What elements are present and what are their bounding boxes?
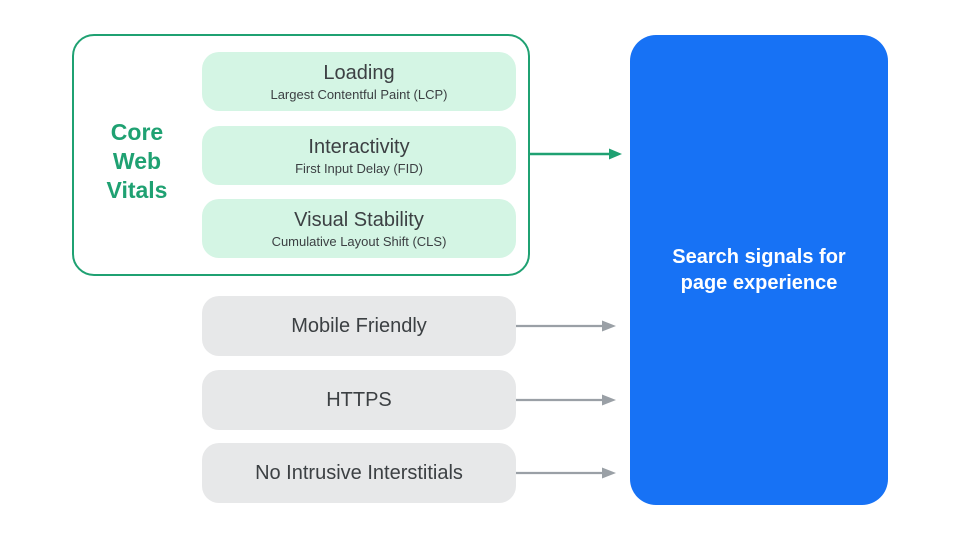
cwv-item-title: Loading bbox=[323, 61, 395, 84]
search-signals-label: Search signals for page experience bbox=[672, 246, 846, 294]
no-intrusive-interstitials-arrow-icon bbox=[516, 467, 616, 479]
cwv-item-title: Visual Stability bbox=[294, 208, 424, 231]
cwv-item-title: Interactivity bbox=[308, 135, 410, 158]
signal-label: No Intrusive Interstitials bbox=[255, 462, 463, 484]
cwv-item-subtitle: Largest Contentful Paint (LCP) bbox=[270, 86, 448, 102]
cwv-item-interactivity: Interactivity First Input Delay (FID) bbox=[202, 126, 516, 185]
mobile-friendly-arrow-icon bbox=[516, 320, 616, 332]
https-arrow-icon bbox=[516, 394, 616, 406]
signal-label: HTTPS bbox=[326, 389, 392, 411]
cwv-item-subtitle: Cumulative Layout Shift (CLS) bbox=[271, 233, 447, 249]
cwv-item-visual-stability: Visual Stability Cumulative Layout Shift… bbox=[202, 199, 516, 258]
cwv-item-loading: Loading Largest Contentful Paint (LCP) bbox=[202, 52, 516, 111]
signal-no-intrusive-interstitials: No Intrusive Interstitials bbox=[202, 443, 516, 503]
signal-label: Mobile Friendly bbox=[291, 315, 427, 337]
cwv-item-subtitle: First Input Delay (FID) bbox=[295, 160, 423, 176]
cwv-connector-arrow-icon bbox=[529, 148, 622, 160]
core-web-vitals-label: Core Web Vitals bbox=[106, 119, 168, 203]
signal-mobile-friendly: Mobile Friendly bbox=[202, 296, 516, 356]
search-signals-box: Search signals for page experience bbox=[630, 35, 888, 505]
signal-https: HTTPS bbox=[202, 370, 516, 430]
